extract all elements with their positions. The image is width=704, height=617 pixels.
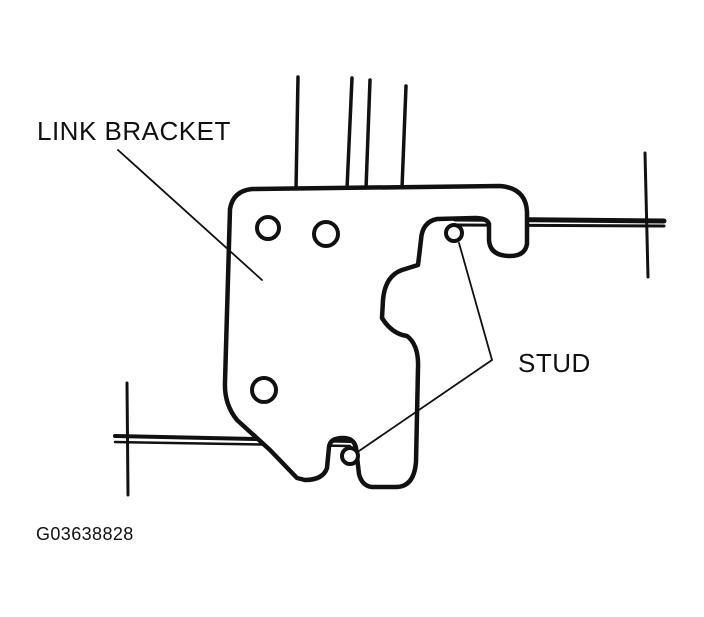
stud-lower: [340, 446, 360, 466]
leader-lines: [117, 149, 493, 452]
stud-upper: [444, 223, 464, 243]
stud-leader-lower: [358, 359, 493, 452]
link-bracket-label: LINK BRACKET: [37, 116, 231, 146]
upper-rod-end-marker: [643, 151, 650, 279]
stud-label: STUD: [518, 348, 591, 378]
vertical-rods: [294, 75, 408, 192]
hole-upper-right: [312, 220, 340, 248]
studs: [340, 223, 464, 466]
rod-center-b: [364, 78, 372, 191]
stud-leader-upper: [458, 242, 493, 361]
link-bracket-leader: [117, 149, 263, 281]
bracket-holes: [250, 215, 340, 404]
bracket-outline: [222, 183, 530, 490]
rod-right: [400, 84, 408, 190]
hole-upper-left: [255, 215, 281, 241]
rod-center-a: [345, 76, 354, 191]
rod-left: [294, 75, 300, 192]
hole-lower: [250, 376, 278, 404]
lower-rod-end-marker: [125, 381, 130, 497]
figure-id: G03638828: [36, 524, 134, 544]
